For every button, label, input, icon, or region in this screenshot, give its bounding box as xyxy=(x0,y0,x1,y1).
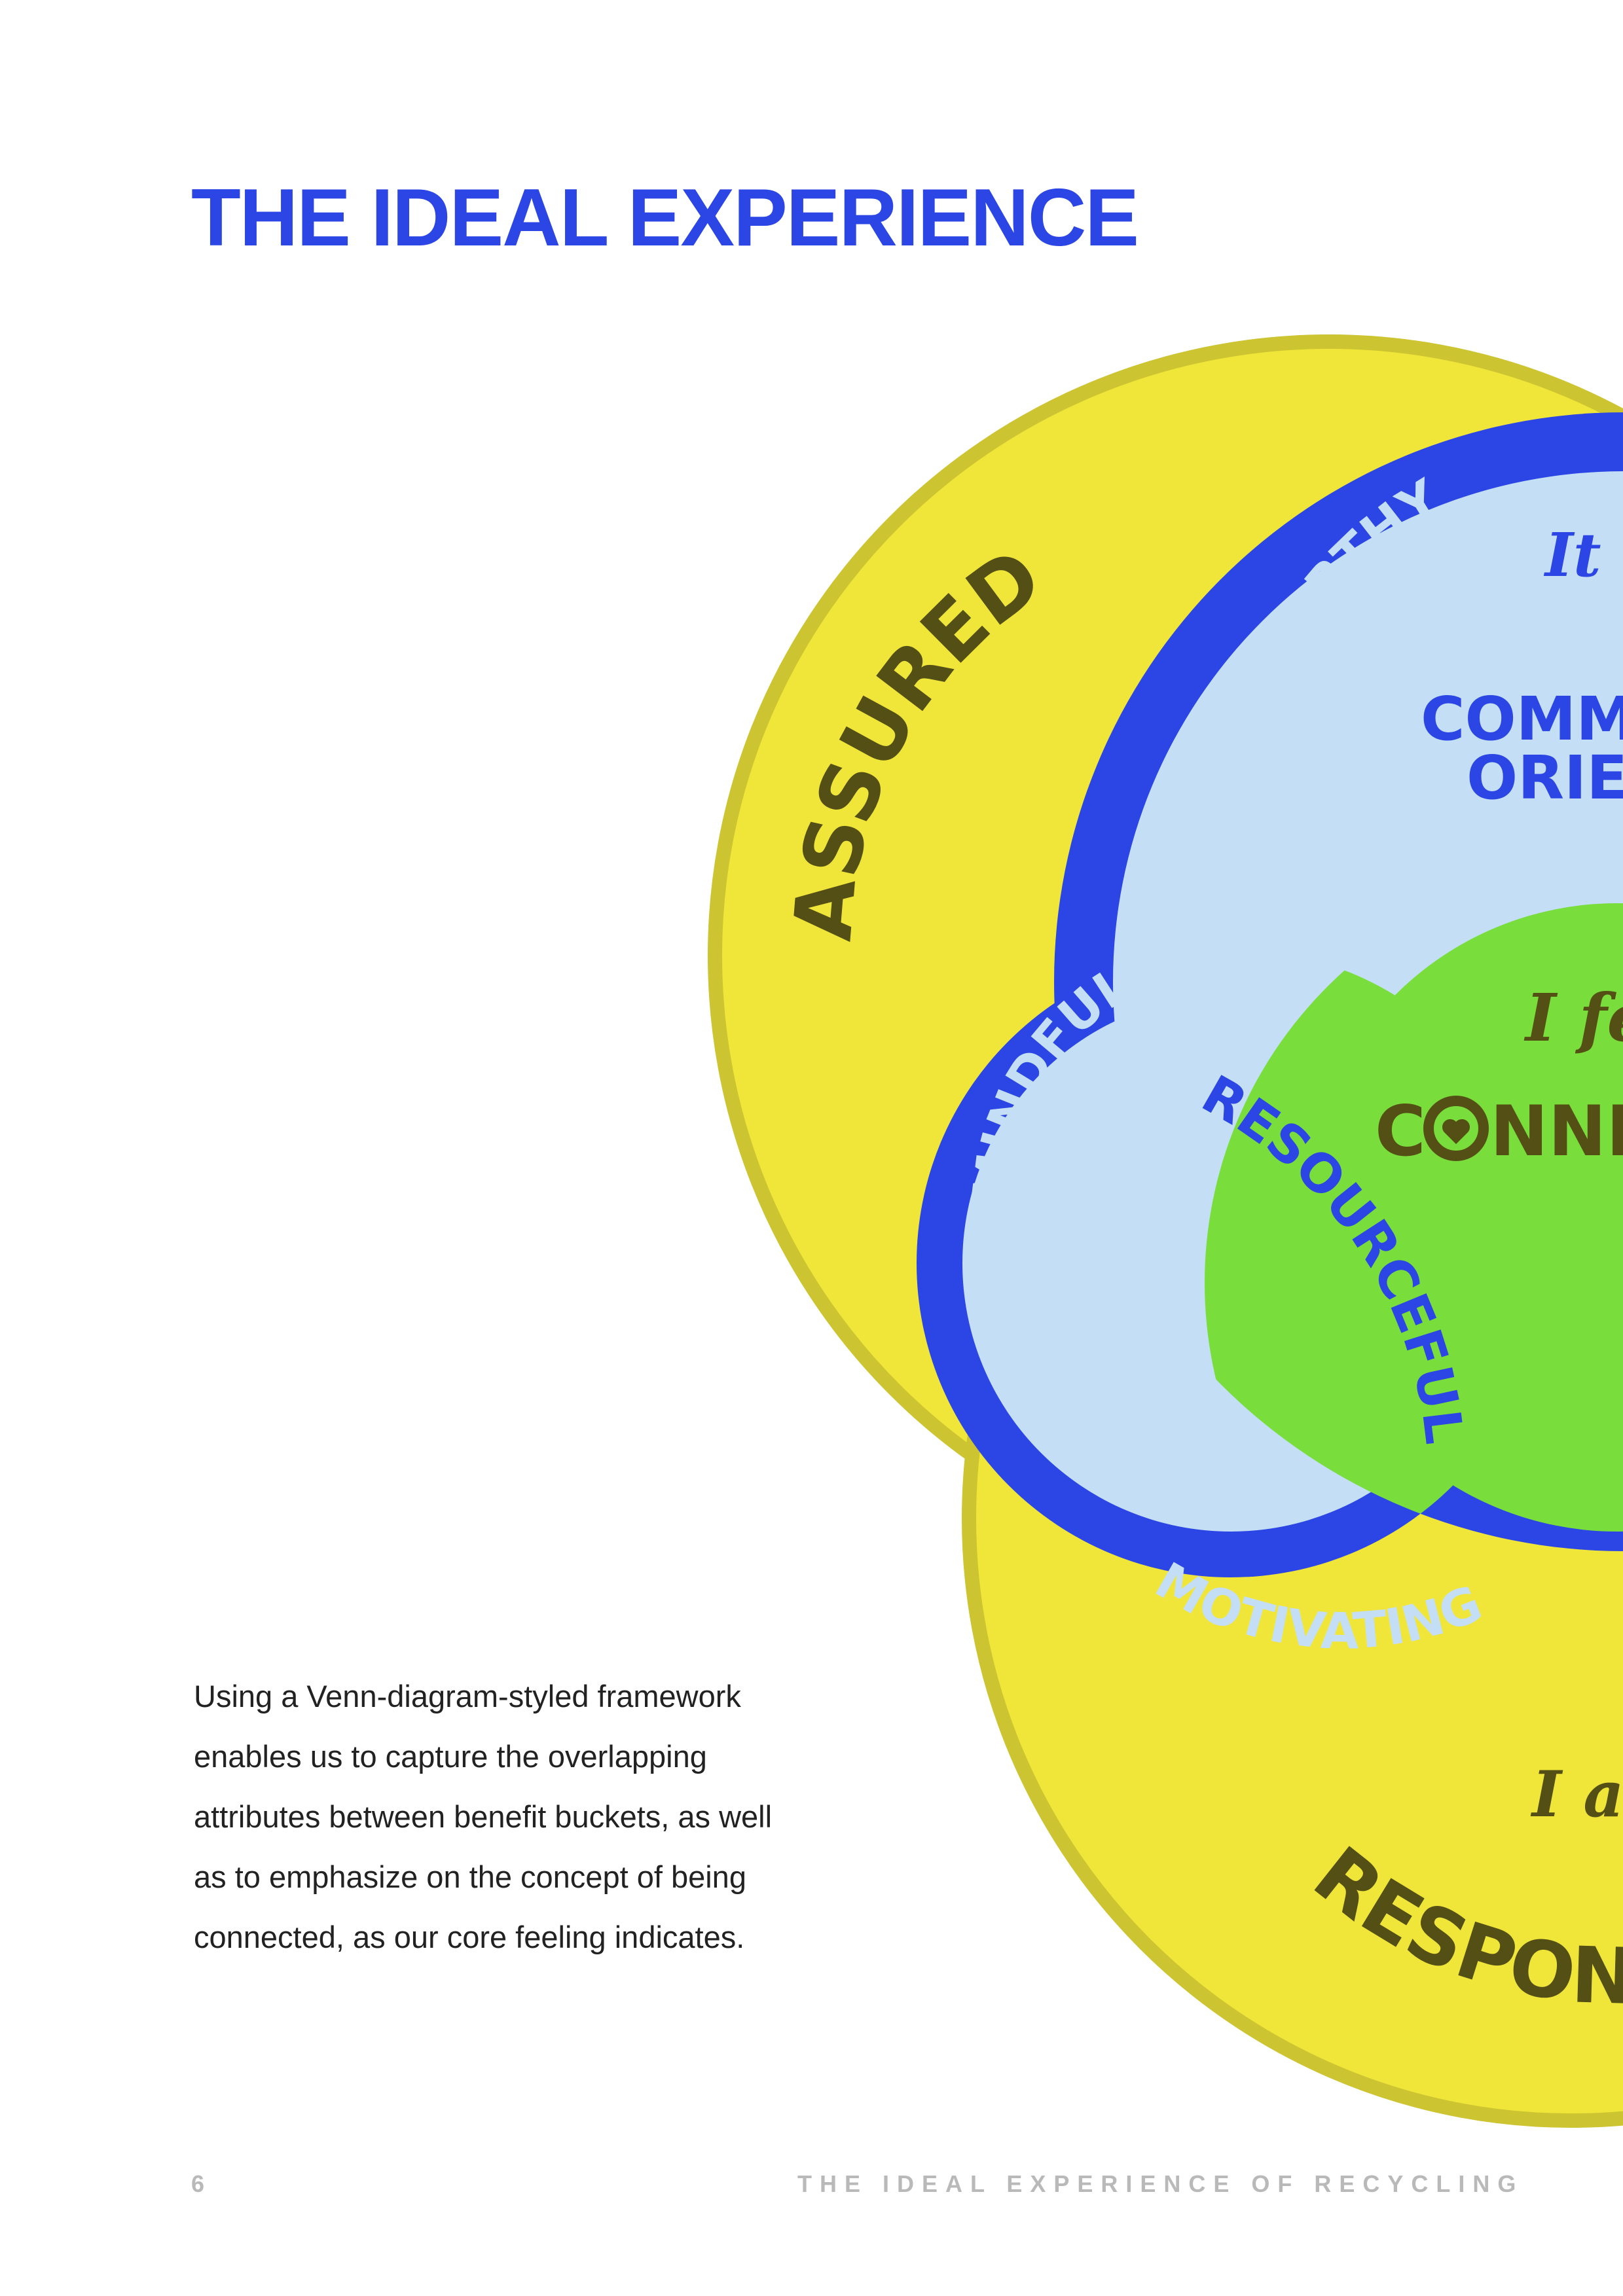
center-word-start: C xyxy=(1375,1091,1426,1172)
bottom-region-phrase: I a xyxy=(1530,1757,1623,1831)
running-title: THE IDEAL EXPERIENCE OF RECYCLING xyxy=(797,2170,1524,2197)
venn-diagram: ASSURED RESPON TRUSTWORTHY MINDFUL MOTIV… xyxy=(708,334,1623,2128)
center-word-end: NNI xyxy=(1490,1091,1623,1172)
center-phrase: I fe xyxy=(1523,979,1623,1056)
body-paragraph: Using a Venn-diagram-styled framework en… xyxy=(194,1679,773,1954)
page-number: 6 xyxy=(191,2170,205,2197)
top-region-line1: COMM xyxy=(1421,684,1623,754)
top-region-phrase: It xyxy=(1543,520,1601,590)
center-intersection-fill xyxy=(1303,903,1623,1532)
page-title: THE IDEAL EXPERIENCE xyxy=(191,173,1139,263)
top-region-line2: ORIE xyxy=(1467,743,1623,813)
heart-icon xyxy=(1423,1096,1489,1161)
